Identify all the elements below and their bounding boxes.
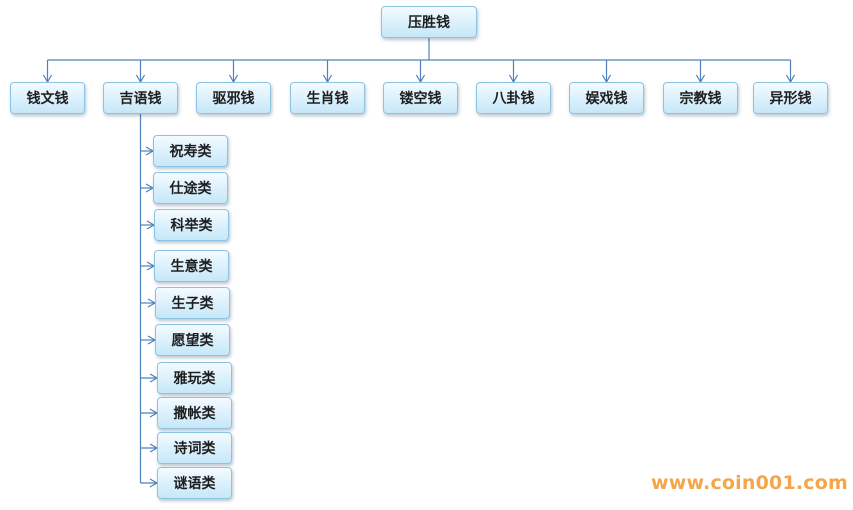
category-node: 吉语钱 [103, 82, 178, 114]
category-node: 钱文钱 [10, 82, 85, 114]
subcategory-node: 愿望类 [155, 324, 230, 356]
category-node: 驱邪钱 [196, 82, 271, 114]
category-node: 娱戏钱 [569, 82, 644, 114]
subcategory-node: 生子类 [155, 287, 230, 319]
subcategory-node: 诗词类 [157, 432, 232, 464]
subcategory-node: 雅玩类 [157, 362, 232, 394]
subcategory-node: 生意类 [154, 250, 229, 282]
root-node: 压胜钱 [381, 6, 477, 38]
category-node: 八卦钱 [476, 82, 551, 114]
subcategory-node: 谜语类 [157, 467, 232, 499]
category-node: 生肖钱 [290, 82, 365, 114]
watermark-text: www.coin001.com [651, 472, 849, 494]
subcategory-node: 仕途类 [153, 172, 228, 204]
category-node: 宗教钱 [663, 82, 738, 114]
subcategory-node: 祝寿类 [153, 135, 228, 167]
subcategory-node: 科举类 [154, 209, 229, 241]
category-node: 异形钱 [753, 82, 828, 114]
subcategory-node: 撒帐类 [157, 397, 232, 429]
category-node: 镂空钱 [383, 82, 458, 114]
